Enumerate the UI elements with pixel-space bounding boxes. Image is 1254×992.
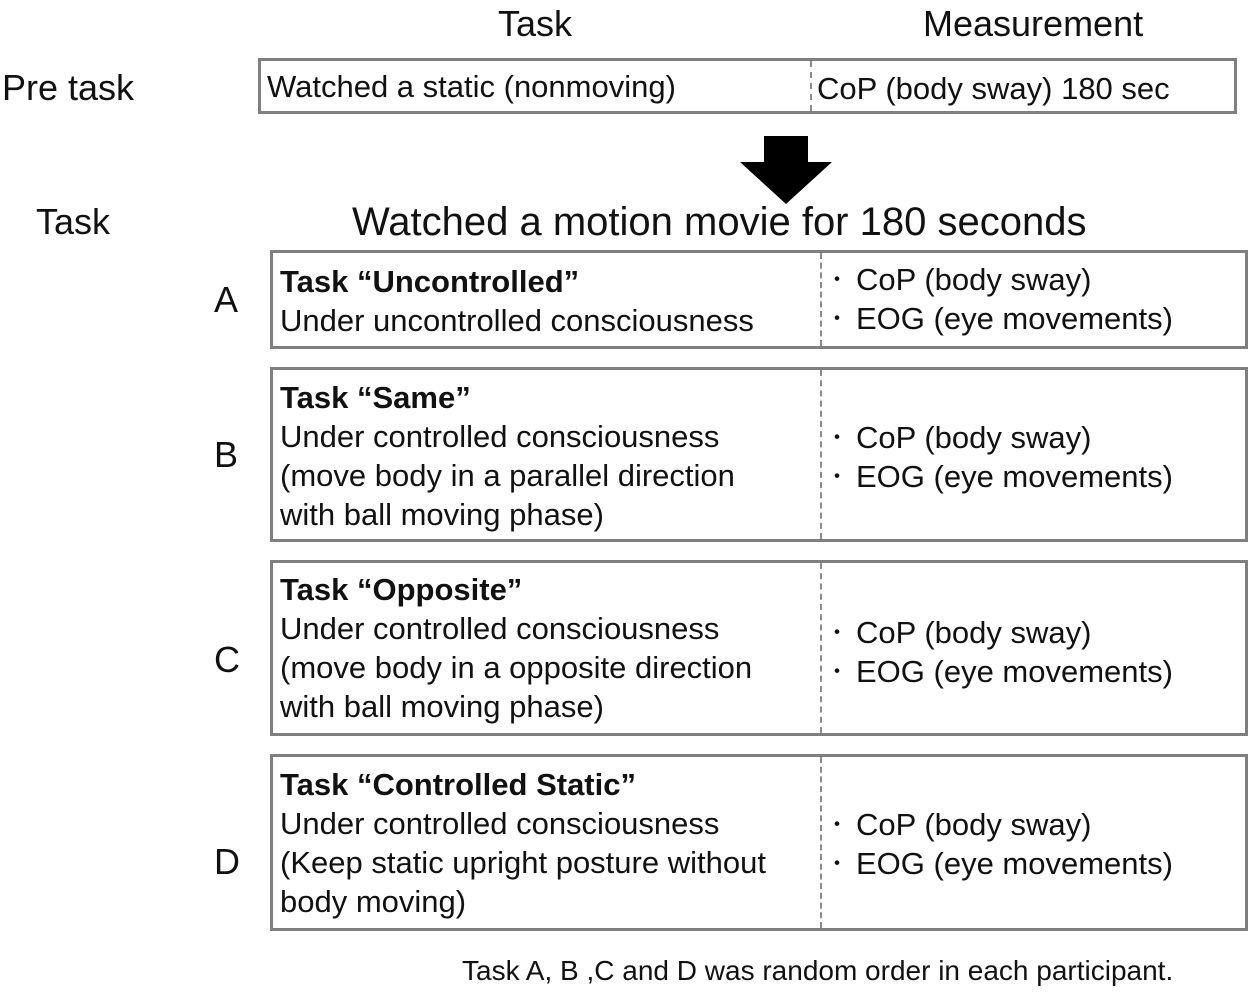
task-c-measurement-1: CoP (body sway) [856, 615, 1092, 650]
task-c-divider [820, 563, 822, 733]
task-b-name: Task “Same” [280, 380, 471, 415]
task-a-measurement-2: EOG (eye movements) [856, 301, 1173, 336]
task-d-divider [820, 757, 822, 928]
pre-task-measurement: CoP (body sway) 180 sec [817, 71, 1170, 106]
task-d-name: Task “Controlled Static” [280, 767, 636, 802]
pre-task-box: Watched a static (nonmoving) CoP (body s… [258, 58, 1237, 114]
header-measurement: Measurement [923, 3, 1144, 44]
pre-task-label: Pre task [2, 67, 135, 108]
bullet-icon: ・ [826, 851, 849, 876]
task-a-box: Task “Uncontrolled” Under uncontrolled c… [270, 250, 1248, 349]
task-c-box: Task “Opposite” Under controlled conscio… [270, 560, 1248, 736]
task-d-line-2: (Keep static upright posture without [280, 845, 766, 880]
task-d-letter: D [214, 841, 240, 882]
task-section-title: Watched a motion movie for 180 seconds [352, 200, 1087, 244]
bullet-icon: ・ [826, 267, 849, 292]
task-b-line-3: with ball moving phase) [280, 497, 604, 532]
task-c-measurement-2: EOG (eye movements) [856, 654, 1173, 689]
task-d-measurement-1: CoP (body sway) [856, 807, 1092, 842]
bullet-icon: ・ [826, 659, 849, 684]
task-c-letter: C [214, 639, 240, 680]
pre-task-divider [810, 61, 812, 111]
task-b-measurement-1: CoP (body sway) [856, 420, 1092, 455]
task-d-line-1: Under controlled consciousness [280, 806, 720, 841]
task-a-name: Task “Uncontrolled” [280, 264, 580, 299]
header-task: Task [498, 3, 573, 44]
task-c-line-3: with ball moving phase) [280, 689, 604, 724]
task-b-line-2: (move body in a parallel direction [280, 458, 735, 493]
task-c-line-2: (move body in a opposite direction [280, 650, 753, 685]
task-b-line-1: Under controlled consciousness [280, 419, 720, 454]
task-a-measurement-1: CoP (body sway) [856, 262, 1092, 297]
task-c-line-1: Under controlled consciousness [280, 611, 720, 646]
task-d-line-3: body moving) [280, 884, 467, 919]
task-b-letter: B [214, 434, 239, 475]
task-d-box: Task “Controlled Static” Under controlle… [270, 754, 1248, 931]
footnote: Task A, B ,C and D was random order in e… [462, 955, 1174, 986]
task-a-letter: A [214, 279, 239, 320]
task-a-divider [820, 253, 822, 346]
bullet-icon: ・ [826, 812, 849, 837]
task-c-name: Task “Opposite” [280, 572, 523, 607]
down-arrow-icon [740, 136, 832, 204]
task-a-line-1: Under uncontrolled consciousness [280, 303, 754, 338]
bullet-icon: ・ [826, 464, 849, 489]
pre-task-text: Watched a static (nonmoving) [267, 69, 676, 104]
task-b-measurement-2: EOG (eye movements) [856, 459, 1173, 494]
bullet-icon: ・ [826, 306, 849, 331]
task-d-measurement-2: EOG (eye movements) [856, 846, 1173, 881]
bullet-icon: ・ [826, 620, 849, 645]
bullet-icon: ・ [826, 425, 849, 450]
task-section-label: Task [36, 201, 111, 242]
task-b-box: Task “Same” Under controlled consciousne… [270, 367, 1248, 542]
task-b-divider [820, 370, 822, 539]
